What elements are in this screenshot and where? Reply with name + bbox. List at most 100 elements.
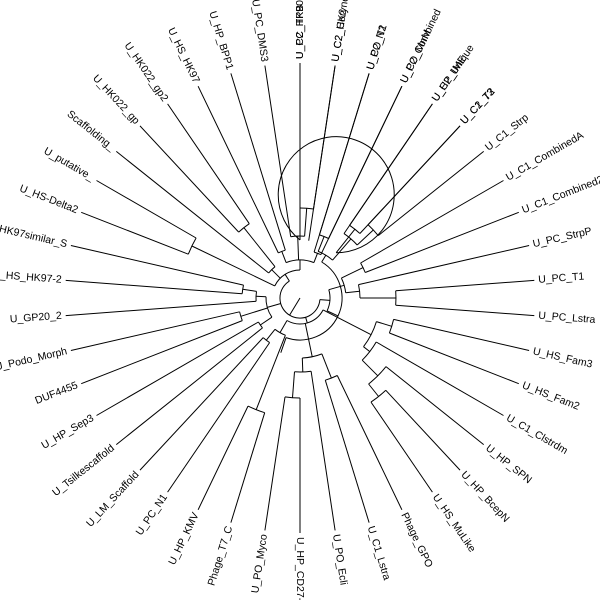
tree-branch (310, 371, 336, 531)
tree-branch (115, 327, 263, 445)
tree-branch-arc (268, 266, 276, 274)
tree-branch (96, 321, 259, 416)
leaf-label: U_C2_N2 (364, 24, 389, 72)
leaf-label: U_C2_HKB (294, 5, 306, 59)
root-branch (289, 297, 301, 316)
tree-branch (242, 288, 257, 292)
tree-branch-arc (388, 319, 395, 334)
leaf-label: U_PC_Lstra (538, 310, 596, 326)
tree-branch (139, 125, 240, 233)
leaf-label: U_HP_BPP1 (206, 10, 235, 72)
tree-branch (313, 253, 318, 263)
tree-branch (243, 227, 276, 268)
leaf-label: U_PC_T1 (538, 270, 585, 285)
tree-branch (240, 307, 268, 317)
tree-branch (358, 245, 530, 286)
tree-branch (167, 342, 271, 493)
tree-branch (265, 328, 276, 341)
leaf-label: U_C2_Combined (398, 7, 444, 85)
leaf-label: U_Podo_Morph (0, 345, 68, 373)
tree-branch (363, 346, 371, 352)
tree-branch-arc (284, 396, 301, 399)
leaf-label: Phage_T7_C (206, 524, 236, 587)
tree-branch (279, 320, 288, 333)
leaf-label: U_HS_HK97 (165, 26, 202, 86)
tree-branch (197, 85, 279, 254)
tree-branch-arc (279, 280, 321, 319)
leaf-label: U_C1_Combined2 (520, 173, 600, 216)
tree-branch-arc (367, 224, 379, 236)
leaf-label: U_HK022_gp (90, 72, 142, 126)
leaf-label: Scaffolding_ (65, 108, 118, 153)
tree-branch (65, 300, 257, 317)
leaf-label: U_HS_Fam2 (520, 379, 581, 412)
tree-branch-arc (278, 249, 286, 254)
tree-branch (395, 304, 535, 317)
leaf-label: U_HS_HK97-2 (0, 269, 62, 286)
tree-branch-arc (247, 405, 265, 414)
tree-branch (305, 317, 308, 324)
leaf-label: U_HS_MuLike (430, 492, 478, 555)
tree-branch-arc (299, 207, 314, 210)
leaf-label: U_PO_Ecli (330, 533, 350, 586)
leaf-label: U_Tsilkescaffold (50, 442, 117, 499)
tree-branch (321, 254, 327, 263)
tree-branch (81, 211, 189, 255)
tree-branch-arc (313, 251, 322, 256)
tree-branch (395, 279, 535, 292)
leaf-label: U_HK022_gp2 (122, 40, 171, 104)
tree-branch (255, 335, 286, 410)
tree-branch (260, 316, 273, 326)
tree-branch (393, 318, 530, 351)
tree-branch (284, 274, 290, 282)
tree-branch (230, 73, 286, 251)
tree-branch (319, 299, 330, 301)
leaf-label: U_PC_TP901 (294, 0, 306, 59)
tree-branch (115, 151, 270, 274)
leaf-label: U_C1_Clstrdm (504, 412, 570, 457)
tree-branch (389, 332, 519, 385)
leaf-label: U_PC_N1 (134, 492, 171, 538)
leaf-label: U_PO_Myco (249, 533, 270, 594)
tree-branch (297, 235, 300, 261)
tree-branches (65, 63, 535, 533)
tree-branch (322, 309, 372, 336)
leaf-label: U_PC_DMS3 (249, 0, 270, 63)
tree-branch (367, 125, 461, 226)
tree-branch-arc (285, 261, 343, 341)
tree-branch (385, 389, 461, 471)
leaf-label: U_HK97similar_S (0, 220, 68, 250)
tree-branch (65, 279, 243, 295)
tree-branch (332, 238, 352, 261)
tree-branch (328, 284, 345, 291)
tree-branch (356, 229, 374, 246)
tree-branch-arc (302, 353, 323, 359)
tree-branch-arc (294, 370, 312, 373)
tree-branch (264, 396, 286, 531)
leaf-label: U_HP_Sep3 (39, 412, 96, 452)
leaf-label: U_putative_ (42, 145, 97, 183)
tree-branch (368, 383, 379, 397)
tree-branch (343, 103, 433, 234)
tree-branch (230, 412, 266, 523)
tree-branch (304, 208, 308, 237)
leaf-label: U_HS-Delta2 (18, 182, 80, 216)
leaf-label: U_HP_CD27-N (294, 537, 306, 600)
tree-branch (320, 85, 403, 255)
tree-branch (281, 251, 287, 263)
tree-branch (280, 337, 287, 353)
tree-branch (365, 211, 519, 273)
tree-branch (313, 73, 370, 253)
tree-branch (313, 65, 336, 210)
tree-branch-arc (238, 223, 250, 233)
tree-branch-arc (285, 259, 315, 264)
tree-branch (191, 245, 276, 287)
tree-branch (326, 310, 339, 317)
leaf-label: DUF4455 (33, 379, 79, 407)
tree-branch (335, 228, 356, 254)
tree-branch-arc (262, 337, 270, 344)
tree-branch-arc (358, 284, 361, 299)
tree-branch (70, 311, 240, 351)
